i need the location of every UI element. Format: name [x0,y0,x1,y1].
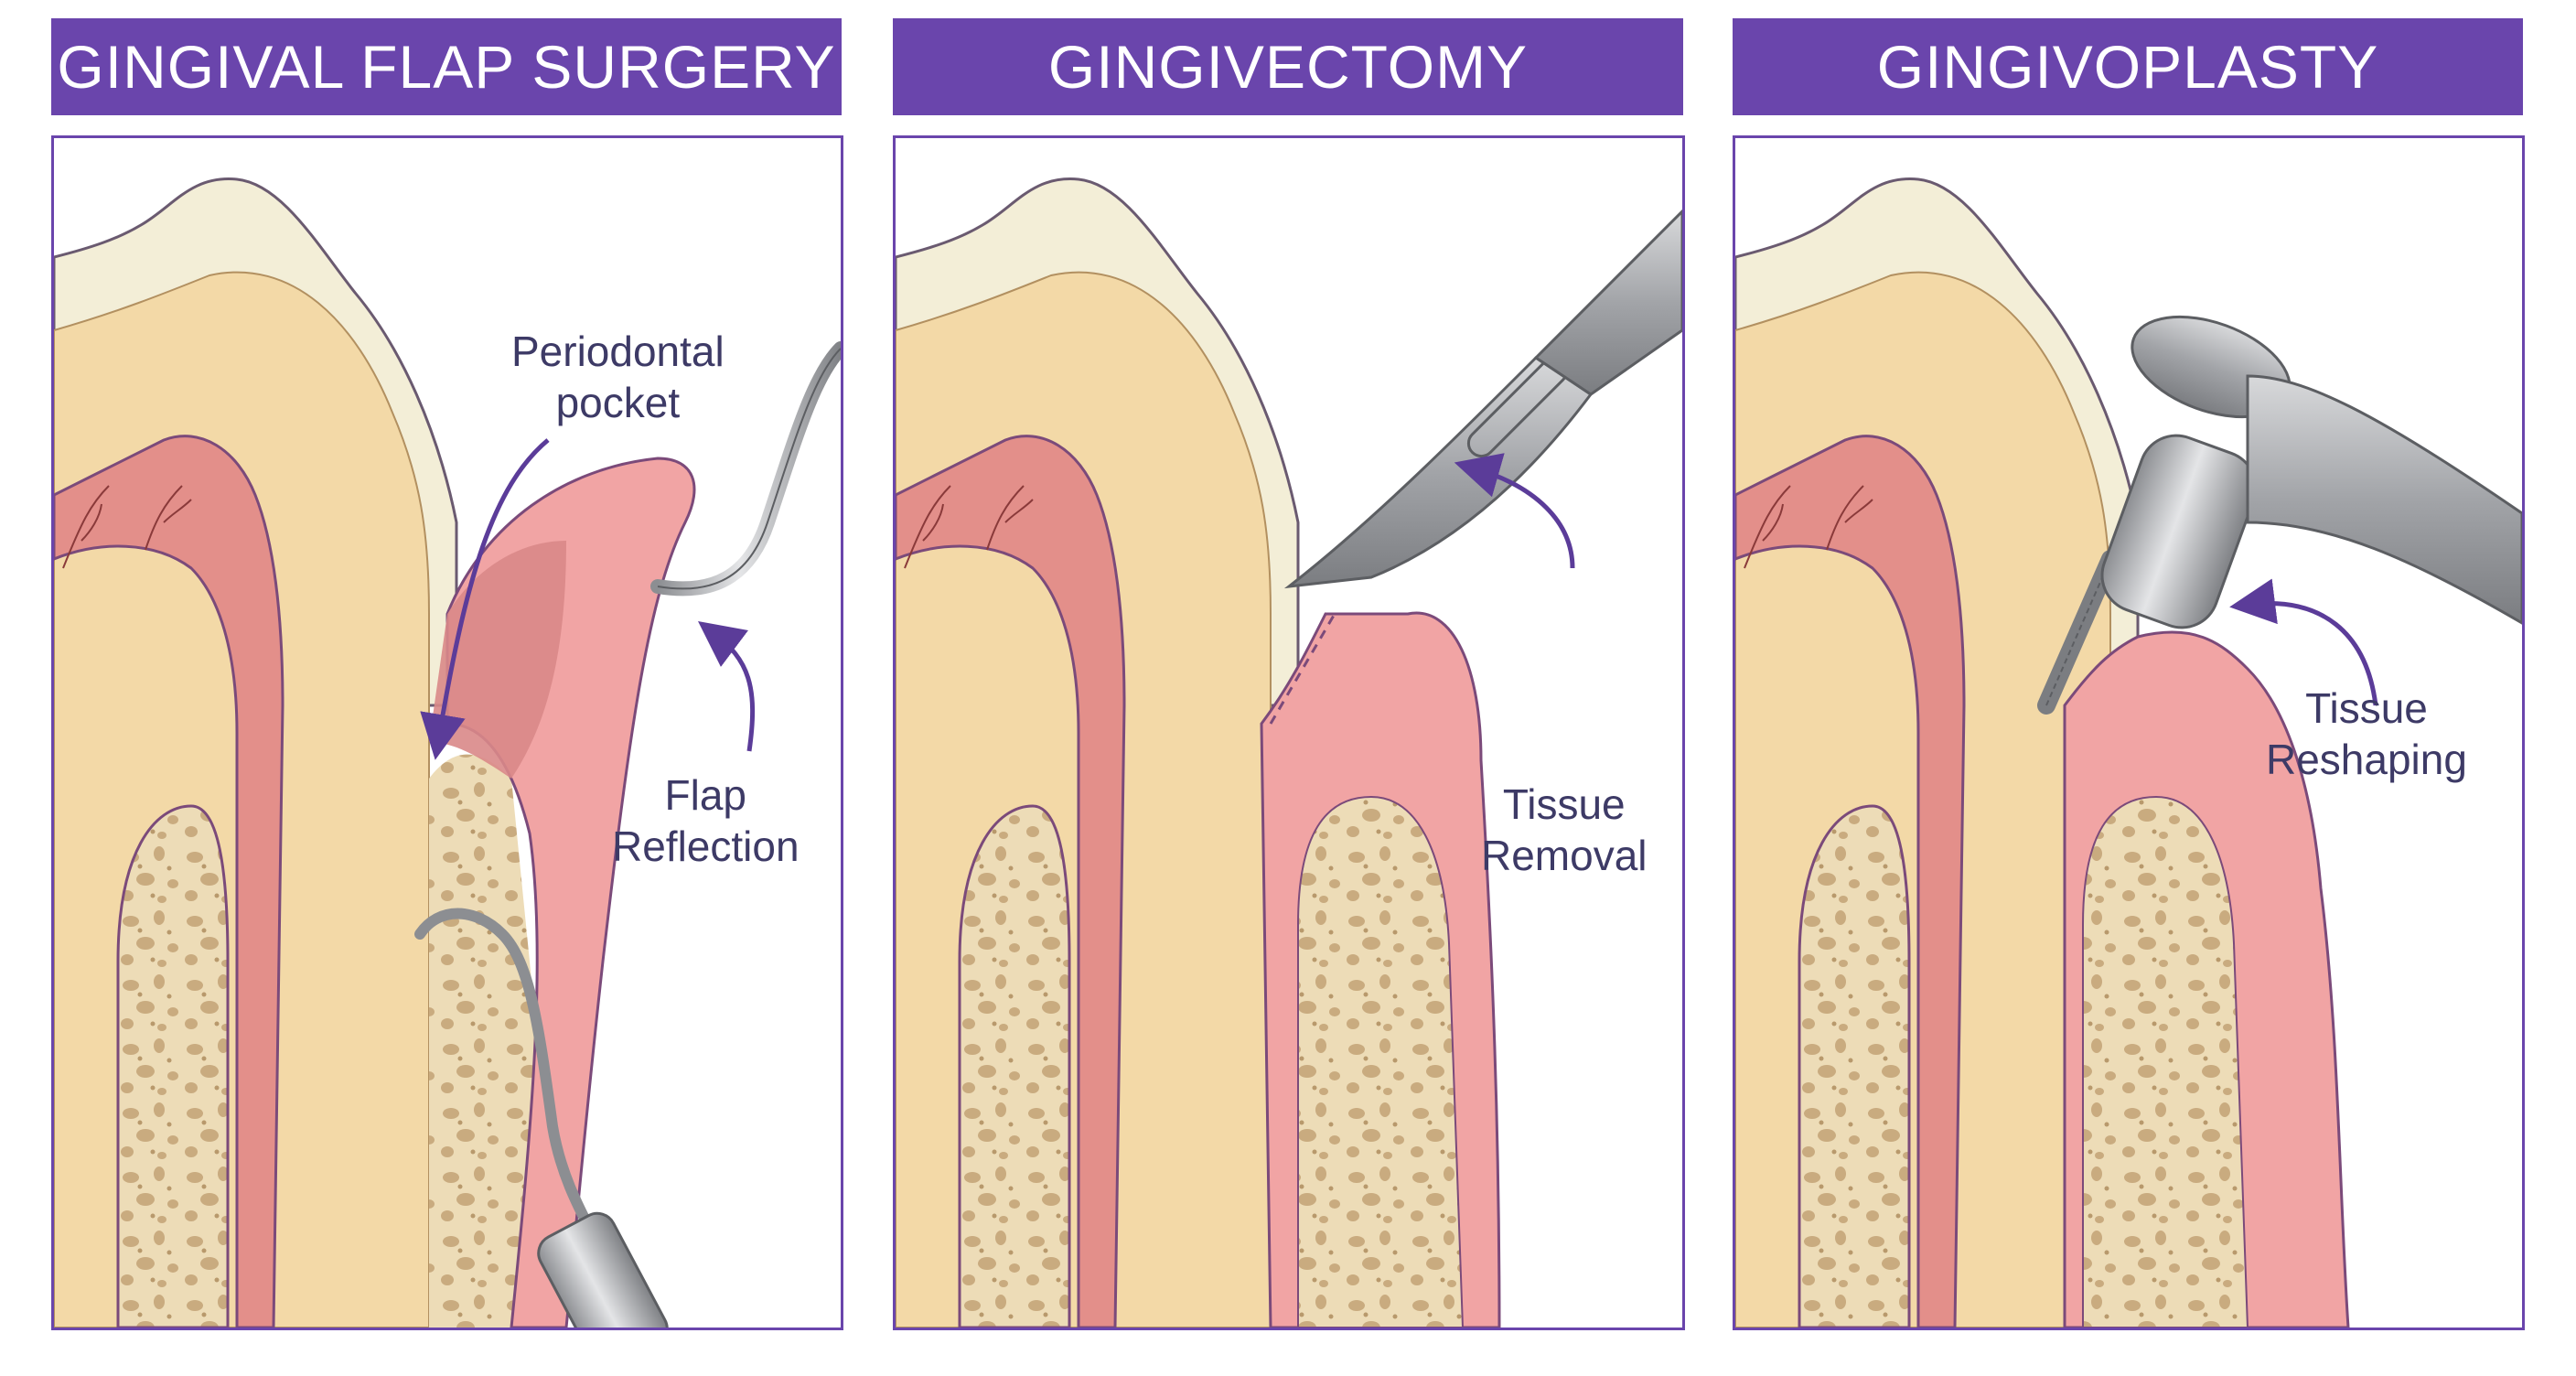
gingivoplasty-illustration [1735,177,2522,1328]
tissue-removal-arrow [1454,453,1575,569]
alveolar-bone [1297,795,1465,1328]
periodontal-probe-icon [650,341,841,597]
dental-handpiece-icon [2037,315,2522,715]
alveolar-bone [2082,795,2249,1328]
illustration-frame: Tissue Removal [893,135,1685,1330]
curette-icon [414,908,669,1328]
panel-gingival-flap-surgery: GINGIVAL FLAP SURGERY [51,18,843,1330]
incision-line [1269,613,1336,725]
flap-surgery-illustration [54,177,841,1328]
periodontal-pocket-label: Periodontal pocket [511,328,724,426]
tissue-reshaping-label: Tissue Reshaping [2266,684,2467,783]
pocket-arrow [420,438,550,760]
tooth-icon [896,177,1300,1328]
illustration-frame: Periodontal pocket Flap Reflection [51,135,843,1330]
panel-title: GINGIVECTOMY [893,18,1683,115]
scalpel-icon [1283,209,1682,589]
panel-gingivectomy: GINGIVECTOMY Tissue Remova [893,18,1685,1330]
panel-title: GINGIVOPLASTY [1733,18,2523,115]
illustration-frame: Tissue Reshaping [1733,135,2525,1330]
flap-reflection-label: Flap Reflection [612,771,800,870]
panel-title: GINGIVAL FLAP SURGERY [51,18,842,115]
tissue-reshaping-arrow [2229,578,2378,706]
gingivectomy-illustration [896,177,1682,1328]
tooth-icon [54,177,458,1328]
tissue-removal-label: Tissue Removal [1481,780,1648,879]
flap-arrow [698,620,756,752]
panel-gingivoplasty: GINGIVOPLASTY Tissue Reshaping [1733,18,2525,1330]
